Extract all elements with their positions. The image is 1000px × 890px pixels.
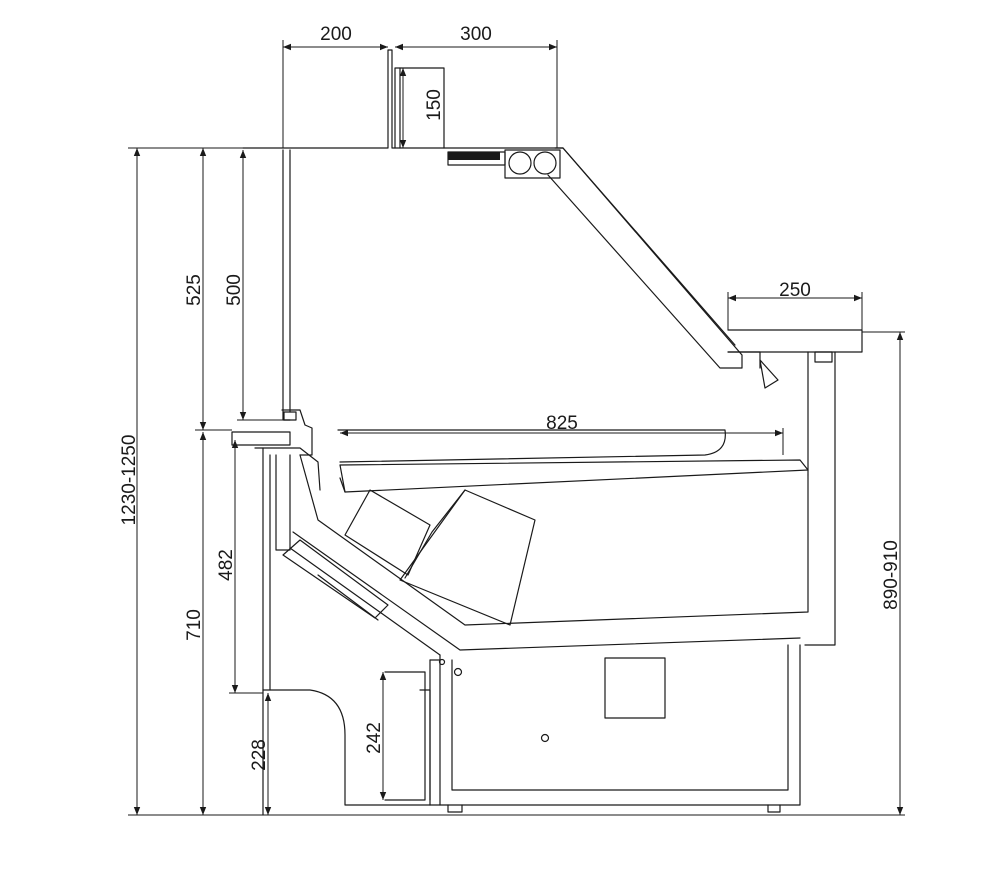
dimension-label-300: 300 [460,24,492,45]
dimension-label-228: 228 [249,739,270,771]
dimension-label-150: 150 [424,89,445,121]
dimension-label-482: 482 [216,549,237,581]
dimension-label-rear-height: 890-910 [881,540,902,610]
dimension-label-250: 250 [779,280,811,301]
dimension-lines [128,40,905,816]
dimension-label-200: 200 [320,24,352,45]
dimension-label-total-height: 1230-1250 [119,435,140,526]
dimension-label-500: 500 [224,274,245,306]
dimension-label-825: 825 [546,413,578,434]
dimension-label-710: 710 [184,609,205,641]
canopy-light-fitting [447,149,561,179]
cabinet-outline [231,49,863,816]
dimension-label-525: 525 [184,274,205,306]
dimension-label-242: 242 [364,722,385,754]
